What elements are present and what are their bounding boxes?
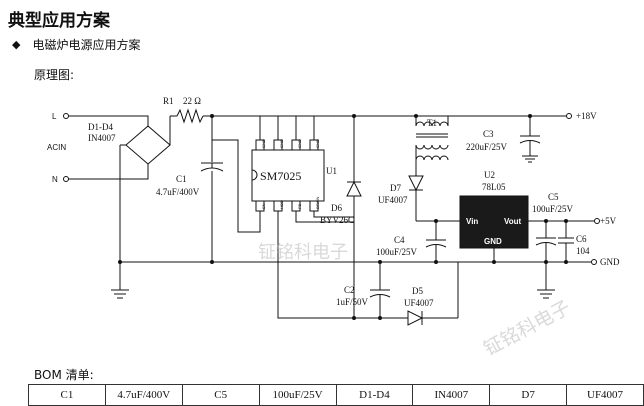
label-d6-part: BYV26C	[320, 215, 354, 225]
label-c5-val: 100uF/25V	[532, 204, 574, 214]
diode-d5	[407, 310, 424, 326]
label-r1-ref: R1	[163, 96, 174, 106]
ic-pin-label: GND	[279, 139, 284, 148]
label-c1-val: 4.7uF/400V	[156, 187, 200, 197]
table-cell: C1	[28, 384, 106, 406]
regulator-u2	[459, 195, 529, 249]
label-u2-part: 78L05	[482, 182, 506, 192]
label-u2-ref: U2	[484, 170, 495, 180]
label-r1-val: 22 Ω	[183, 96, 201, 106]
section-heading: ◆ 电磁炉电源应用方案	[12, 36, 140, 53]
label-gnd-net: GND	[600, 257, 620, 267]
label-c4-val: 100uF/25V	[376, 247, 418, 257]
label-d5-part: UF4007	[404, 298, 434, 308]
table-cell: D7	[489, 384, 568, 406]
table-cell: D1-D4	[335, 384, 414, 406]
label-l: L	[52, 112, 57, 121]
label-vout: Vout	[504, 217, 522, 226]
ic-pin-label: GND	[315, 139, 320, 148]
diode-d6	[346, 180, 362, 197]
label-c6-val: 104	[576, 246, 590, 256]
table-cell: C5	[181, 384, 260, 406]
label-t1-ref: T1	[427, 118, 437, 128]
label-acin: ACIN	[47, 143, 66, 152]
ic-pin-label: FB	[297, 204, 302, 209]
label-gnd-pin: GND	[484, 237, 502, 246]
ic-u1	[251, 149, 325, 202]
ic-pin-label: DRAIN	[315, 196, 320, 209]
ic-pin-label: EN	[261, 203, 266, 209]
label-c5-ref: C5	[548, 192, 559, 202]
label-c2-ref: C2	[344, 285, 355, 295]
label-c3-ref: C3	[483, 129, 494, 139]
label-n: N	[52, 175, 58, 184]
label-c3-val: 220uF/25V	[466, 142, 508, 152]
terminal-l	[63, 113, 69, 119]
resistor-r1	[176, 108, 204, 124]
label-out5: +5V	[600, 216, 617, 226]
diode-d7	[408, 175, 424, 192]
table-row: C1 4.7uF/400V C5 100uF/25V D1-D4 IN4007 …	[28, 384, 644, 406]
label-c4-ref: C4	[394, 235, 405, 245]
transformer-t1	[415, 121, 449, 127]
label-bridge-ref: D1-D4	[88, 122, 113, 132]
diamond-bullet-icon: ◆	[12, 38, 21, 51]
table-cell: UF4007	[566, 384, 644, 406]
watermark: 钲铭科电子	[258, 242, 348, 263]
label-ic-name: SM7025	[260, 169, 301, 183]
schematic-subtitle: 原理图:	[34, 68, 75, 82]
label-d7-part: UF4007	[378, 195, 408, 205]
ic-pin-label: HOD	[279, 200, 284, 209]
ic-pin-label: GND	[261, 139, 266, 148]
terminal-n	[63, 176, 69, 182]
label-c1-ref: C1	[176, 174, 187, 184]
table-cell: 4.7uF/400V	[104, 384, 183, 406]
label-out18: +18V	[576, 111, 597, 121]
table-cell: 100uF/25V	[258, 384, 337, 406]
label-c2-val: 1uF/50V	[336, 297, 369, 307]
label-c6-ref: C6	[576, 234, 587, 244]
bom-label: BOM 清单:	[34, 368, 94, 382]
section-title: 电磁炉电源应用方案	[32, 38, 141, 52]
label-d6-ref: D6	[331, 203, 342, 213]
label-vin: Vin	[466, 217, 478, 226]
bridge-rectifier	[125, 125, 171, 165]
page-title: 典型应用方案	[8, 11, 110, 31]
label-bridge-part: IN4007	[88, 133, 116, 143]
label-ic-ref: U1	[326, 166, 337, 176]
ic-pin-label: GND	[297, 139, 302, 148]
table-cell: IN4007	[412, 384, 491, 406]
label-d5-ref: D5	[412, 286, 423, 296]
bom-table: C1 4.7uF/400V C5 100uF/25V D1-D4 IN4007 …	[28, 384, 644, 406]
watermark: 钲铭科电子	[480, 296, 574, 360]
label-d7-ref: D7	[390, 183, 401, 193]
